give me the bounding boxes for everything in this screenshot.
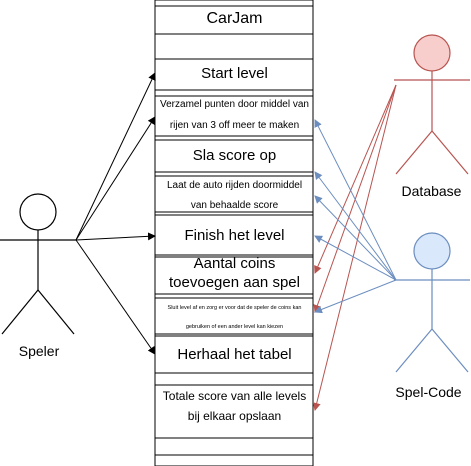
rows (154, 5, 314, 456)
coins-box[interactable] (154, 256, 314, 295)
arrow-speler-herhaal (75, 239, 156, 355)
laat-auto-label-line1: Laat de auto rijden doormiddel (166, 180, 303, 191)
arrow-spelcode-sla-score (314, 171, 397, 281)
arrow-spelcode-verzamel (314, 119, 397, 281)
sluit-level-box[interactable] (154, 297, 314, 335)
totale-label-line1: Totale score van alle levels (162, 389, 307, 403)
sla-score-box[interactable] (154, 139, 314, 173)
sluit-label-line2: gebruiken of een ander level kan kiezen (185, 324, 284, 330)
herhaal-label: Herhaal het tabel (177, 346, 292, 363)
spelcode-actor-icon (394, 232, 470, 373)
verzamel-label-line1: Verzamel punten door middel van (160, 99, 309, 110)
finish-level-label: Finish het level (184, 227, 285, 244)
sluit-label-line1: Sluit level af en zorg er voor dat de sp… (167, 305, 302, 311)
spacer-box-3 (154, 437, 314, 456)
speler-actor-icon (0, 193, 76, 335)
database-arrows (312, 84, 397, 411)
arrow-speler-verzamel (75, 116, 156, 241)
arrow-database-sluit (313, 84, 397, 313)
coins-label-line2: toevoegen aan spel (169, 274, 300, 291)
spelcode-label: Spel-Code (395, 384, 462, 400)
arrow-spelcode-finish (314, 235, 397, 281)
verzamel-label-line2: rijen van 3 off meer te maken (169, 120, 300, 131)
spelcode-arrows (314, 119, 397, 314)
coins-label-line1: Aantal coins (193, 255, 276, 272)
arrow-spelcode-sluit (314, 279, 397, 314)
arrow-spelcode-laat-auto (314, 195, 397, 281)
system-boundary (154, 0, 314, 466)
arrow-database-totale (312, 84, 397, 411)
totale-label-line2: bij elkaar opslaan (187, 409, 282, 423)
database-actor-icon (394, 34, 470, 175)
laat-auto-label-line2: van behaalde score (190, 200, 279, 211)
speler-arrows (75, 72, 156, 355)
arrow-speler-finish (75, 232, 156, 241)
database-label: Database (401, 183, 462, 199)
verzamel-box[interactable] (154, 95, 314, 137)
start-level-label: Start level (201, 65, 268, 82)
laat-auto-box[interactable] (154, 175, 314, 213)
sla-score-label: Sla score op (192, 147, 277, 164)
arrow-database-coins (314, 84, 397, 274)
diagram-title: CarJam (206, 10, 263, 27)
speler-label: Speler (18, 343, 60, 359)
arrow-speler-start-level (75, 72, 156, 241)
